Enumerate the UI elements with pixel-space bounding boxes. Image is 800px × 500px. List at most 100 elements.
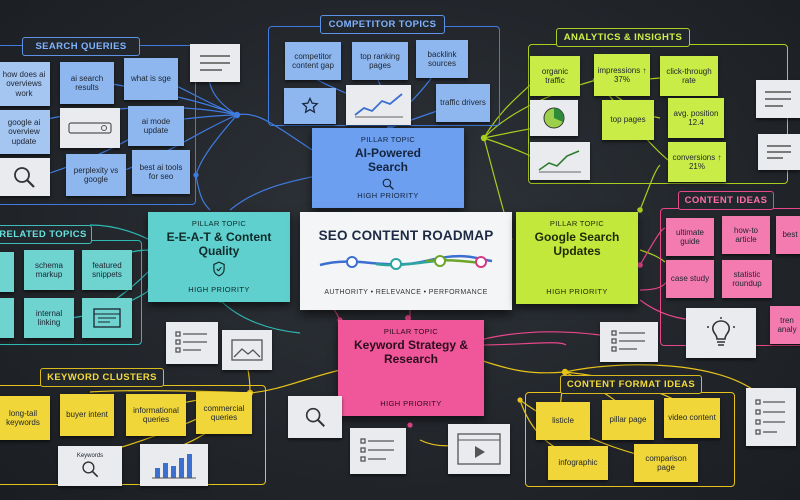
note-featured-snippets: featured snippets	[82, 250, 132, 290]
checklist-icon	[200, 55, 230, 71]
pillar-title: AI-Powered Search	[354, 146, 421, 174]
content-format-ideas-label: CONTENT FORMAT IDEAS	[560, 375, 702, 394]
search-bar-icon	[68, 122, 112, 134]
note-ai-search-results: ai search results	[60, 62, 114, 104]
image-icon	[231, 339, 263, 361]
keyword-clusters-label: KEYWORD CLUSTERS	[40, 368, 164, 387]
pie-chart-icon	[543, 107, 565, 129]
note-how-to-article: how-to article	[722, 216, 770, 254]
pillar-ai-powered-search[interactable]: PILLAR TOPIC AI-Powered Search HIGH PRIO…	[312, 128, 464, 208]
note-pie-chart	[530, 100, 578, 136]
note-competitor-content-gap: competitor content gap	[285, 42, 341, 80]
note-what-is-sge: what is sge	[124, 58, 178, 100]
note-checklist-right-mid	[600, 322, 658, 362]
note-long-tail-keywords: long-tail keywords	[0, 396, 50, 440]
note-buyer-intent: buyer intent	[60, 394, 114, 436]
note-comparison-page: comparison page	[634, 444, 698, 482]
note-commercial-queries: commercial queries	[196, 392, 252, 434]
roadmap-progress-line	[319, 254, 493, 270]
note-informational-queries: informational queries	[126, 394, 186, 436]
note-checklist-bottom	[350, 428, 406, 474]
note-google-ai-overview-update: google ai overview update	[0, 110, 50, 154]
keywords-caption: Keywords	[76, 452, 104, 459]
pillar-title: Keyword Strategy & Research	[353, 338, 469, 366]
note-image	[222, 330, 272, 370]
note-magnifier-bottom	[288, 396, 342, 438]
seo-content-roadmap-center[interactable]: SEO CONTENT ROADMAP AUTHORITY • RELEVANC…	[300, 212, 512, 310]
related-topics-label: RELATED TOPICS	[0, 225, 92, 244]
checklist-icon	[611, 330, 645, 352]
pillar-priority: HIGH PRIORITY	[357, 191, 419, 200]
checklist-icon	[767, 145, 791, 159]
shield-check-icon	[213, 261, 225, 277]
browser-icon	[93, 308, 121, 328]
content-ideas-label: CONTENT IDEAS	[678, 191, 774, 210]
note-click-through-rate: click-through rate	[660, 56, 718, 96]
checklist-icon	[175, 331, 207, 353]
pillar-priority: HIGH PRIORITY	[380, 399, 442, 408]
note-video-content: video content	[664, 398, 720, 438]
star-icon	[301, 96, 319, 114]
note-lightbulb	[686, 308, 756, 358]
note-video-browser	[448, 424, 510, 474]
analytics-insights-label: ANALYTICS & INSIGHTS	[556, 28, 690, 47]
note-bar-chart	[140, 444, 208, 486]
note-schema-markup: schema markup	[24, 250, 74, 290]
note-star-icon	[284, 88, 336, 124]
magnifier-icon	[382, 178, 394, 190]
center-title: SEO CONTENT ROADMAP	[318, 228, 494, 243]
note-backlink-sources: backlink sources	[416, 40, 468, 78]
note-related-edge-1	[0, 252, 14, 292]
pillar-title: E-E-A-T & Content Quality	[166, 230, 272, 258]
note-magnifier	[0, 158, 50, 196]
checklist-icon	[360, 438, 394, 462]
note-browser-icon	[82, 298, 132, 338]
pillar-tag: PILLAR TOPIC	[383, 327, 439, 336]
note-checklist-far-right	[746, 388, 796, 446]
note-case-study: case study	[666, 260, 714, 298]
note-pillar-page: pillar page	[602, 400, 654, 440]
note-related-edge-2	[0, 298, 14, 338]
pillar-eeat-content-quality[interactable]: PILLAR TOPIC E-E-A-T & Content Quality H…	[148, 212, 290, 302]
note-trend-chart	[346, 85, 411, 125]
note-trend-analysis: tren analy	[770, 306, 800, 344]
note-ai-mode-update: ai mode update	[128, 106, 184, 146]
lightbulb-icon	[707, 317, 735, 346]
note-infographic: infographic	[548, 446, 608, 480]
note-how-ai-overviews-work: how does ai overviews work	[0, 62, 50, 106]
note-trend-analytics	[530, 142, 590, 180]
note-traffic-drivers: traffic drivers	[436, 84, 490, 122]
note-listicle: listicle	[536, 402, 590, 440]
pillar-tag: PILLAR TOPIC	[191, 219, 247, 228]
note-conversions: conversions ↑ 21%	[668, 142, 726, 182]
checklist-icon	[765, 91, 791, 107]
pillar-title: Google Search Updates	[534, 230, 620, 258]
video-icon	[457, 433, 501, 465]
magnifier-icon	[305, 407, 325, 427]
pillar-priority: HIGH PRIORITY	[546, 287, 608, 296]
note-checklist-top	[190, 44, 240, 82]
note-perplexity-vs-google: perplexity vs google	[66, 154, 126, 196]
pillar-keyword-strategy[interactable]: PILLAR TOPIC Keyword Strategy & Research…	[338, 320, 484, 416]
note-checklist-right	[756, 80, 800, 118]
note-search-bar	[60, 108, 120, 148]
note-organic-traffic: organic traffic	[530, 56, 580, 96]
competitor-topics-label: COMPETITOR TOPICS	[320, 15, 445, 34]
note-statistic-roundup: statistic roundup	[722, 260, 772, 298]
note-avg-position: avg. position 12.4	[668, 98, 724, 138]
pillar-google-search-updates[interactable]: PILLAR TOPIC Google Search Updates HIGH …	[516, 212, 638, 304]
note-best-ai-tools-seo: best ai tools for seo	[132, 150, 190, 194]
trend-chart-icon	[538, 150, 581, 173]
bar-chart-icon	[152, 454, 196, 479]
trend-chart-icon	[353, 93, 403, 118]
note-checklist-mid-left	[166, 322, 218, 364]
pillar-priority: HIGH PRIORITY	[188, 285, 250, 294]
pillar-tag: PILLAR TOPIC	[549, 219, 605, 228]
pillar-tag: PILLAR TOPIC	[360, 135, 416, 144]
search-queries-label: SEARCH QUERIES	[22, 37, 140, 56]
note-ultimate-guide: ultimate guide	[666, 218, 714, 256]
note-impressions: impressions ↑ 37%	[594, 54, 650, 96]
note-internal-linking: internal linking	[24, 298, 74, 338]
checklist-icon	[755, 399, 785, 435]
